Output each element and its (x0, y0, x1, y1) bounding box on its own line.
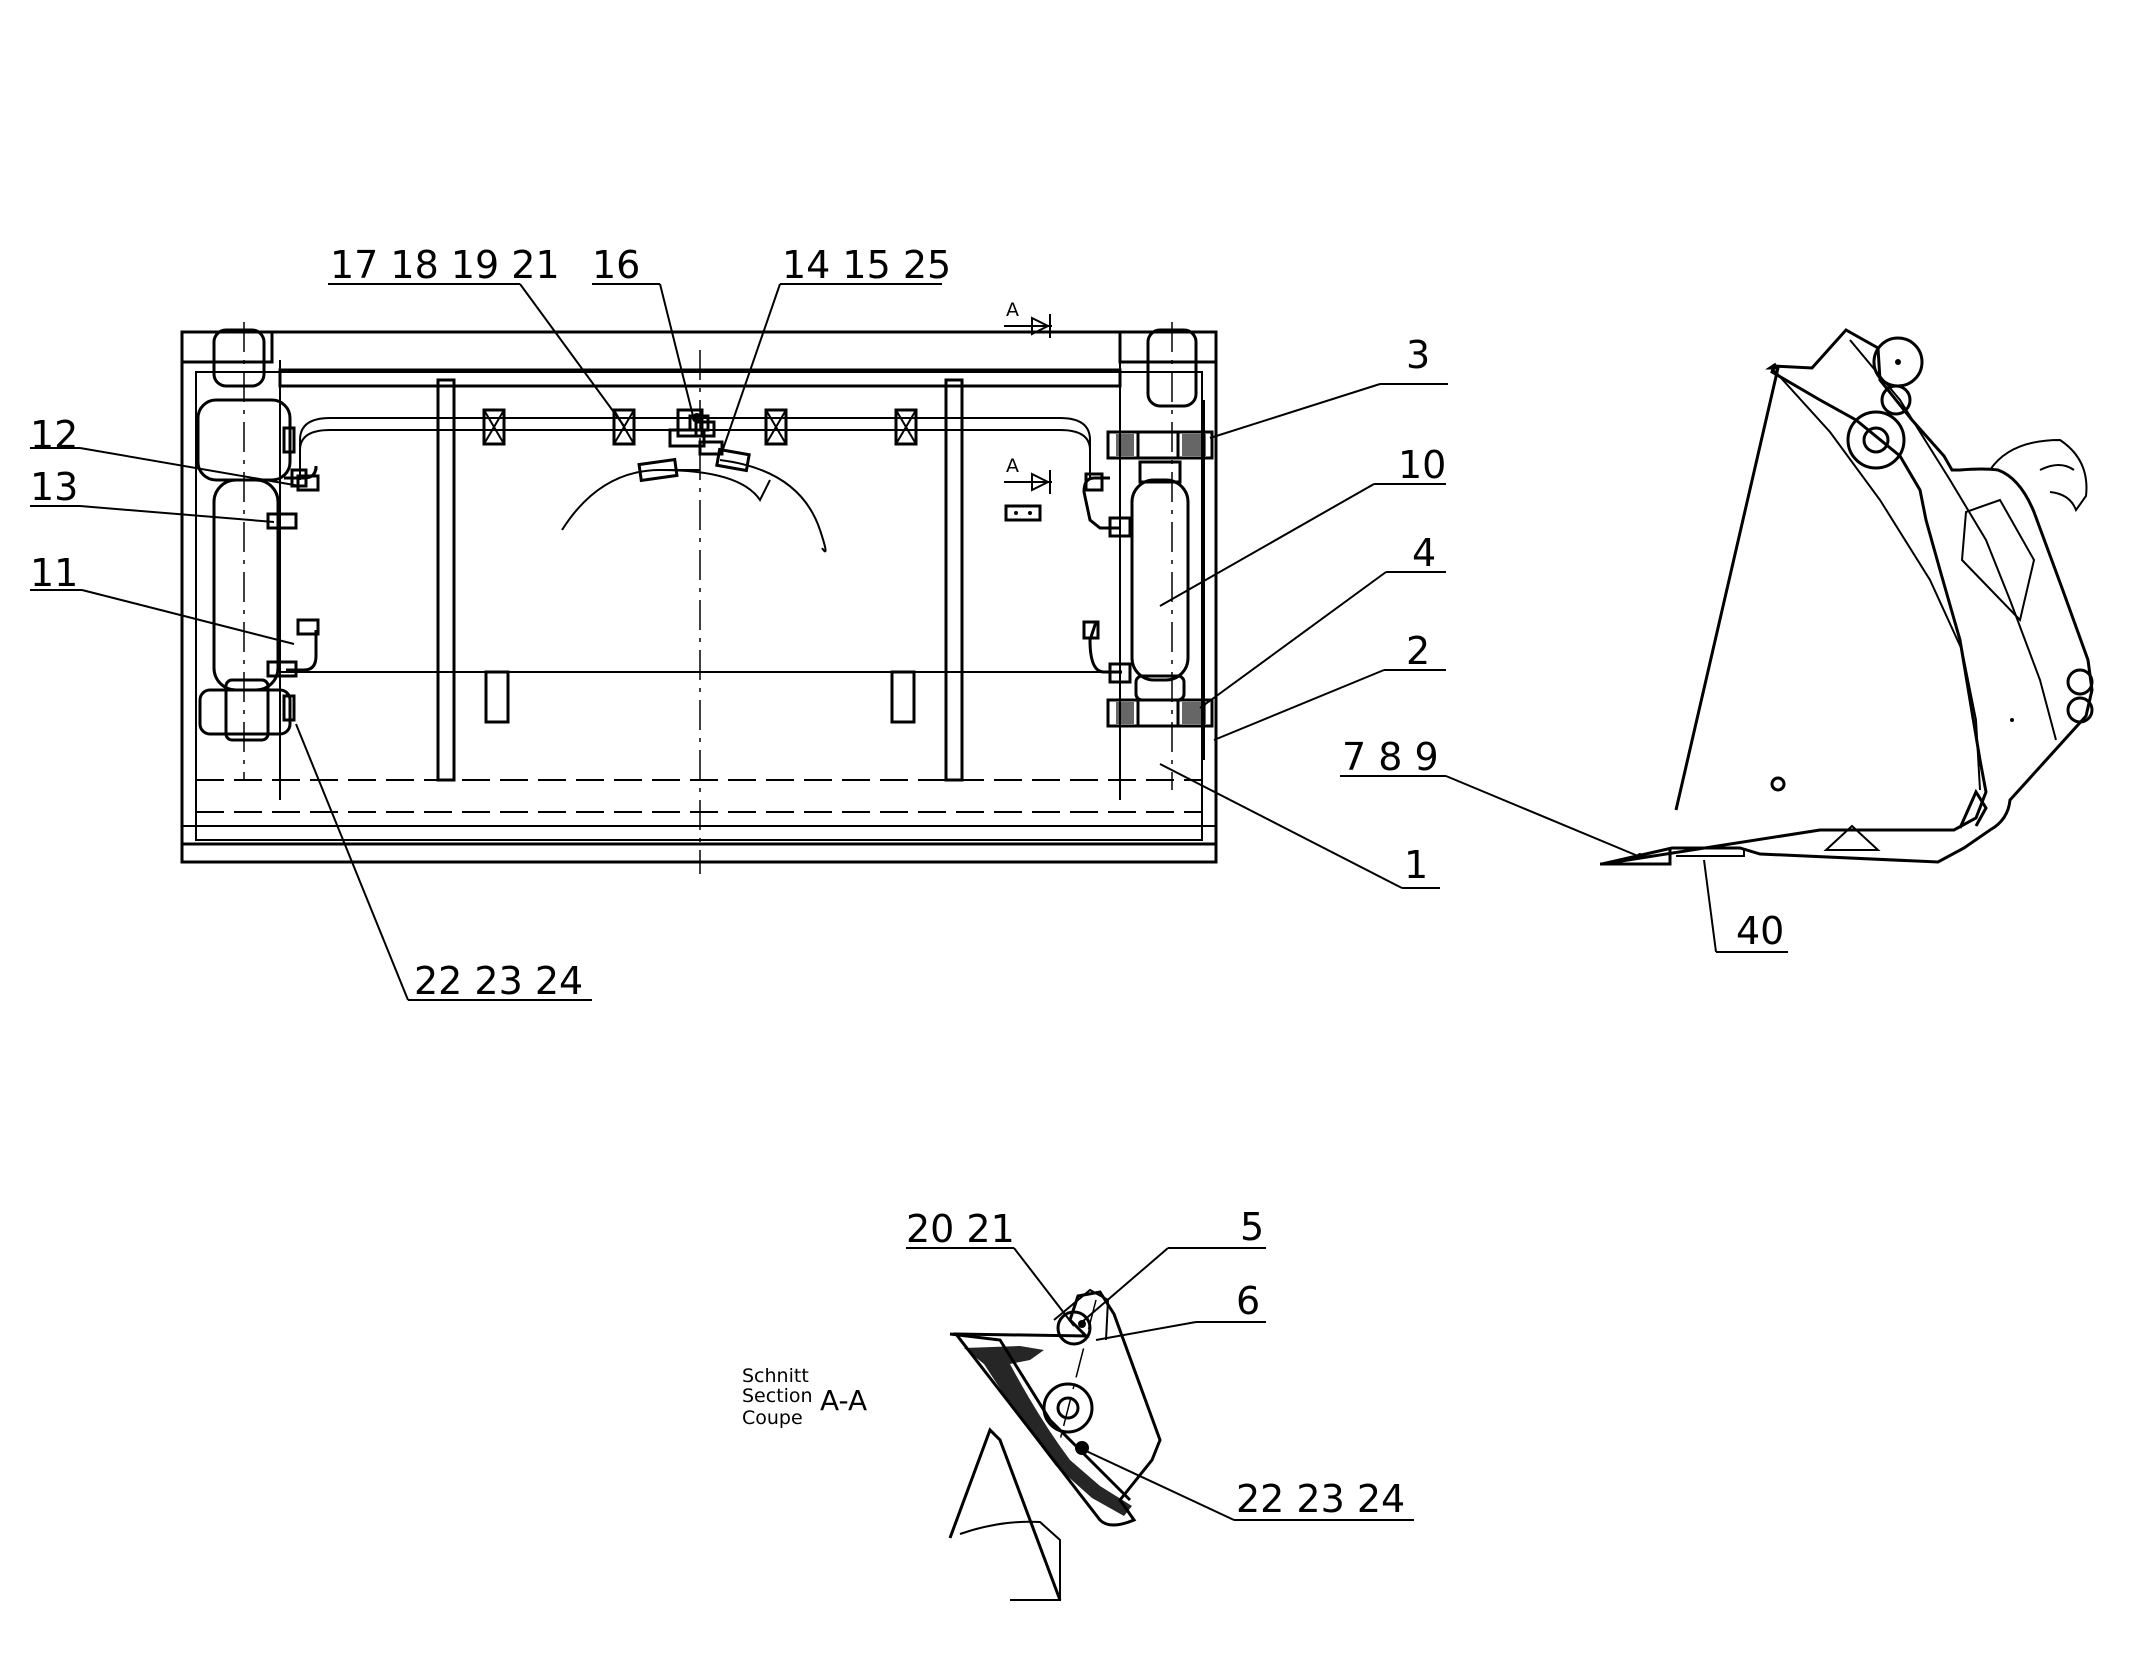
svg-text:A: A (1006, 455, 1019, 477)
svg-text:Coupe: Coupe (742, 1407, 803, 1429)
right-cylinder (1082, 322, 1218, 800)
callout-7-8-9: 7 8 9 (1342, 735, 1439, 779)
callout-labels: 17 18 19 21 16 14 15 25 3 12 13 10 11 4 … (30, 243, 1784, 1521)
svg-text:A-A: A-A (820, 1384, 867, 1417)
callout-22-23-24-main: 22 23 24 (414, 959, 583, 1003)
callout-5: 5 (1240, 1205, 1264, 1249)
front-view (180, 322, 1218, 874)
valve-block (668, 408, 724, 456)
section-label: Schnitt Section Coupe A-A (742, 1365, 867, 1429)
hydraulic-hose-right (719, 459, 821, 531)
callout-40: 40 (1736, 909, 1784, 953)
leader-lines (30, 283, 1788, 1521)
cylinder-10 (1130, 478, 1190, 682)
callout-6: 6 (1236, 1279, 1260, 1323)
hydraulic-hose-left (561, 468, 771, 531)
callout-13: 13 (30, 465, 78, 509)
vertical-ribs (436, 378, 964, 782)
svg-text:A: A (1006, 299, 1019, 321)
svg-text:Section: Section (742, 1385, 813, 1407)
callout-10: 10 (1398, 443, 1446, 487)
callout-12: 12 (30, 413, 78, 457)
callout-3: 3 (1406, 333, 1430, 377)
callout-1: 1 (1404, 843, 1428, 887)
bucket-outer-frame (180, 330, 1218, 864)
tube-clamps (482, 408, 918, 446)
callout-20-21: 20 21 (906, 1207, 1015, 1251)
callout-16: 16 (592, 243, 640, 287)
callout-11: 11 (30, 551, 78, 595)
section-marker-a-lower: A (1004, 455, 1052, 494)
callout-4: 4 (1412, 531, 1436, 575)
callout-2: 2 (1406, 629, 1430, 673)
svg-text:Schnitt: Schnitt (742, 1365, 809, 1387)
callout-14-15-25: 14 15 25 (782, 243, 951, 287)
section-a-a (948, 1288, 1162, 1601)
callout-22-23-24-section: 22 23 24 (1236, 1477, 1405, 1521)
section-marker-a-upper: A (1004, 299, 1052, 338)
callout-17-18-19-21: 17 18 19 21 (330, 243, 560, 287)
side-view (1600, 328, 2094, 866)
bucket-profile (1601, 328, 2094, 866)
